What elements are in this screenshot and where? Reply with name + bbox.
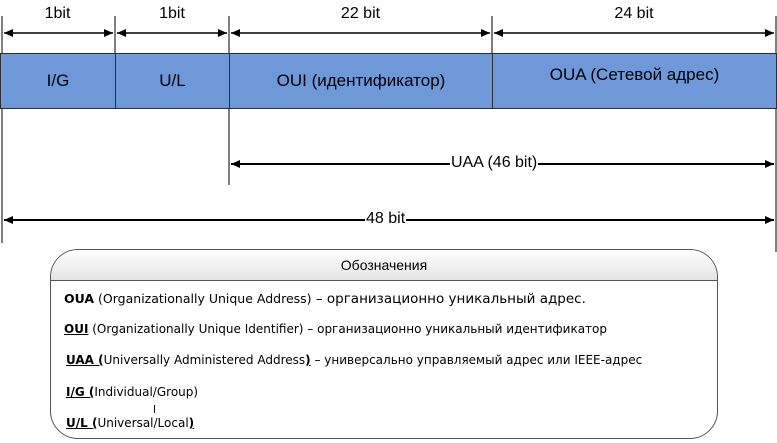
legend-title: Обозначения bbox=[51, 250, 717, 281]
legend-ul-en: Universal/Local bbox=[97, 416, 189, 430]
legend-box: Обозначения OUA (Organizationally Unique… bbox=[50, 249, 718, 439]
legend-oui-ru: – организационно уникальный идентификато… bbox=[303, 322, 607, 336]
legend-row-ig: I/G (Individual/Group) bbox=[66, 385, 198, 399]
field-ig: I/G bbox=[0, 53, 116, 109]
legend-ig-abbr: I/G ( bbox=[66, 385, 95, 399]
legend-oui-en: (Organizationally Unique Identifier) bbox=[88, 322, 304, 336]
bit-width-oui: 22 bit bbox=[340, 5, 381, 22]
field-oui-label: OUI (идентификатор) bbox=[276, 71, 446, 90]
total-span-label: 48 bit bbox=[365, 210, 407, 228]
legend-oua-ru: – организационно уникальный адрес. bbox=[311, 291, 586, 307]
bit-width-ig: 1bit bbox=[44, 5, 71, 22]
legend-ul-close: ) bbox=[188, 416, 195, 430]
field-oua: OUA (Сетевой адрес) bbox=[492, 53, 777, 109]
legend-ul-abbr: U/L ( bbox=[66, 416, 98, 430]
field-ig-label: I/G bbox=[46, 71, 70, 90]
field-ul: U/L bbox=[115, 53, 230, 109]
legend-oua-en: (Organizationally Unique Address) bbox=[94, 291, 312, 306]
field-ul-label: U/L bbox=[159, 71, 186, 90]
legend-uaa-ru: – универсально управляемый адрес или IEE… bbox=[310, 353, 643, 367]
legend-row-uaa: UAA (Universally Administered Address) –… bbox=[66, 353, 642, 367]
legend-oui-abbr: OUI bbox=[64, 322, 89, 336]
legend-ig-en: Individual/Group) bbox=[94, 385, 199, 399]
legend-uaa-abbr: UAA ( bbox=[66, 353, 104, 367]
bit-width-ul: 1bit bbox=[159, 5, 185, 22]
bit-width-oua: 24 bit bbox=[614, 5, 654, 22]
legend-oua-abbr: OUA bbox=[64, 291, 95, 306]
uaa-span-label: UAA (46 bit) bbox=[450, 154, 539, 172]
legend-uaa-close: ) bbox=[305, 353, 311, 367]
field-oui: OUI (идентификатор) bbox=[229, 53, 493, 109]
legend-row-ul: U/L (Universal/Local) bbox=[66, 416, 194, 430]
text-cursor-mark bbox=[154, 405, 155, 413]
legend-uaa-en: Universally Administered Address bbox=[103, 353, 306, 367]
field-oua-label: OUA (Сетевой адрес) bbox=[549, 65, 720, 84]
legend-row-oui: OUI (Organizationally Unique Identifier)… bbox=[64, 322, 607, 336]
legend-row-oua: OUA (Organizationally Unique Address) – … bbox=[64, 291, 586, 307]
